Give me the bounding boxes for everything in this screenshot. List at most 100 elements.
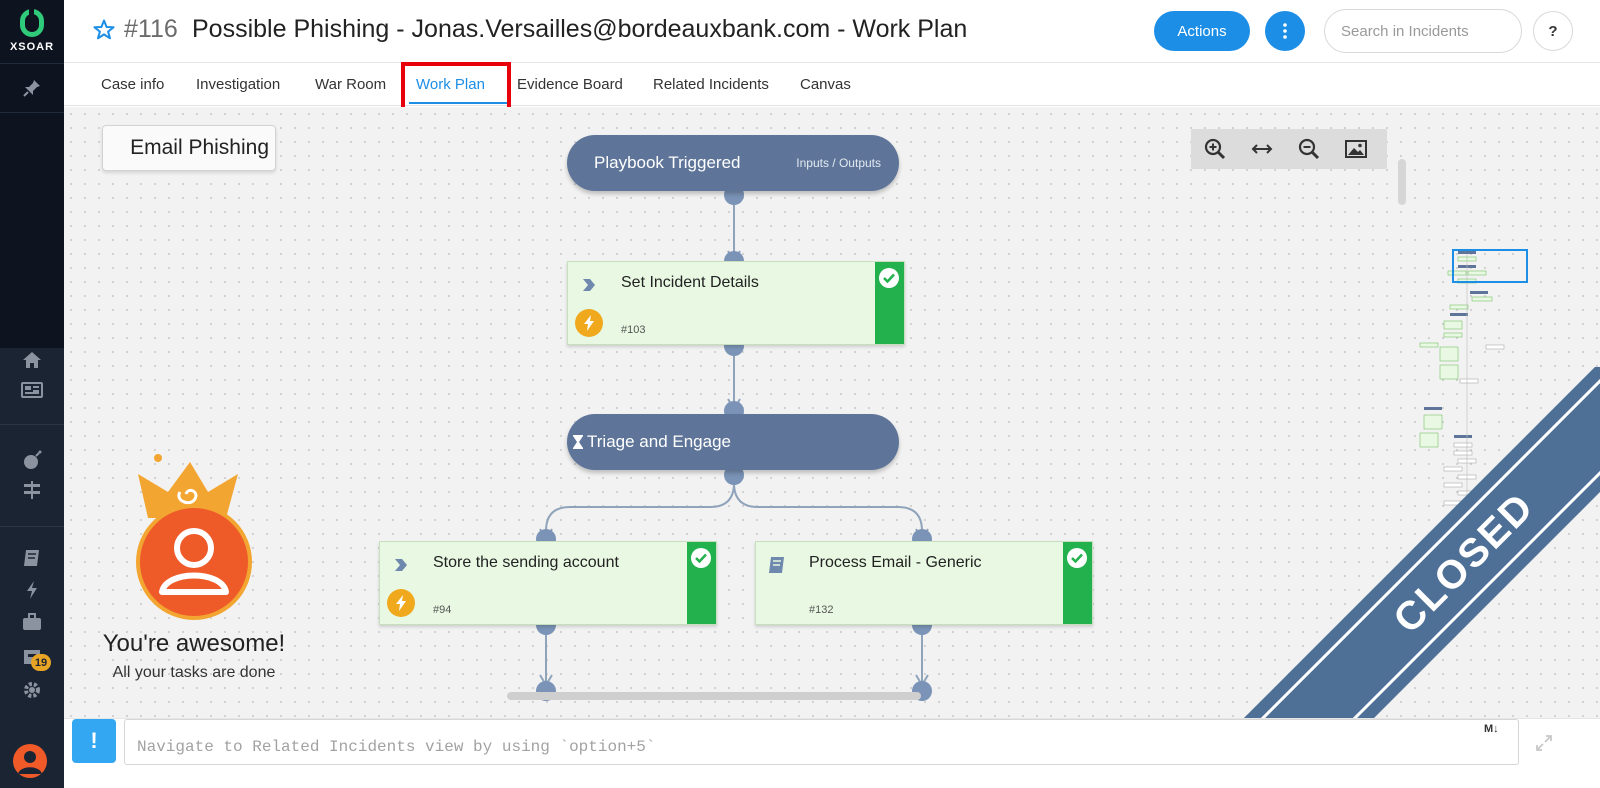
tab-work-plan[interactable]: Work Plan — [416, 76, 485, 93]
sidebar-item-playbooks[interactable] — [18, 546, 46, 570]
kebab-menu-icon — [1283, 23, 1287, 39]
zoom-in-button[interactable] — [1203, 137, 1227, 161]
sidebar-divider — [0, 526, 64, 527]
check-icon — [691, 548, 711, 568]
task-id: #103 — [621, 324, 646, 336]
sidebar-divider — [0, 424, 64, 425]
work-plan-canvas[interactable]: Email Phishing Playbook Triggered Inputs… — [64, 107, 1600, 718]
favorite-star-icon[interactable] — [92, 18, 116, 42]
vertical-scrollbar[interactable] — [1398, 159, 1406, 205]
markdown-toggle[interactable]: M↓ — [1484, 723, 1499, 735]
user-avatar[interactable] — [13, 744, 47, 778]
zoom-out-button[interactable] — [1297, 137, 1321, 161]
threat-intel-icon — [24, 450, 42, 469]
xsoar-logo-mark — [20, 8, 44, 37]
downstream-connectors — [539, 627, 929, 687]
pin-button[interactable] — [0, 63, 64, 113]
task-process-email-generic[interactable]: Process Email - Generic #132 — [755, 541, 1093, 625]
left-sidebar: XSOAR 19 — [0, 0, 64, 788]
xsoar-logo[interactable]: XSOAR — [0, 0, 64, 62]
chevron-right-icon — [395, 559, 407, 571]
tab-canvas[interactable]: Canvas — [800, 76, 851, 93]
sidebar-item-incidents[interactable] — [18, 610, 46, 634]
task-store-sending-account[interactable]: Store the sending account #94 — [379, 541, 717, 625]
closed-status-ribbon: CLOSED — [1233, 367, 1600, 718]
playbook-name[interactable]: Email Phishing — [102, 125, 276, 171]
inputs-outputs-link[interactable]: Inputs / Outputs — [796, 156, 881, 170]
more-options-button[interactable] — [1265, 11, 1305, 51]
check-icon — [1067, 548, 1087, 568]
tasks-done-title: You're awesome! — [102, 630, 286, 657]
tab-war-room[interactable]: War Room — [315, 76, 387, 93]
triage-and-engage-node[interactable]: Triage and Engage — [567, 414, 899, 470]
active-tab-indicator — [409, 102, 507, 104]
connector — [733, 347, 735, 413]
tab-case-info[interactable]: Case info — [101, 76, 165, 93]
task-status-completed — [1063, 542, 1092, 624]
automation-icon — [27, 581, 37, 599]
sidebar-nav — [0, 348, 64, 788]
search-incidents-input[interactable] — [1324, 9, 1522, 53]
hourglass-icon — [573, 435, 583, 449]
fit-width-icon — [1251, 144, 1273, 154]
playbook-triggered-node[interactable]: Playbook Triggered Inputs / Outputs — [567, 135, 899, 191]
cli-command-button[interactable]: ! — [72, 719, 116, 763]
minimap-viewport[interactable] — [1452, 249, 1528, 283]
export-image-button[interactable] — [1344, 137, 1368, 161]
settings-icon — [24, 682, 40, 698]
zoom-in-icon — [1204, 138, 1226, 160]
sidebar-item-automation[interactable] — [18, 578, 46, 602]
node-title: Playbook Triggered — [594, 153, 741, 172]
incident-header: #116 Possible Phishing - Jonas.Versaille… — [64, 0, 1600, 63]
actions-button[interactable]: Actions — [1154, 11, 1250, 51]
tab-related-incidents[interactable]: Related Incidents — [653, 76, 769, 93]
crown-icon — [138, 454, 238, 518]
user-icon — [18, 751, 42, 774]
tab-investigation[interactable]: Investigation — [196, 76, 281, 93]
jobs-icon — [24, 481, 40, 499]
zoom-out-icon — [1298, 138, 1320, 160]
sidebar-item-threat-intel[interactable] — [18, 448, 46, 472]
pin-icon — [23, 80, 40, 97]
playbooks-icon — [24, 550, 39, 566]
task-title: Store the sending account — [433, 554, 619, 571]
tasks-done-subtitle: All your tasks are done — [112, 664, 276, 681]
page-title: Possible Phishing - Jonas.Versailles@bor… — [192, 15, 968, 43]
closed-ribbon-area: CLOSED — [1224, 367, 1600, 718]
sidebar-item-dashboards[interactable] — [18, 378, 46, 402]
automation-bolt-icon — [575, 309, 603, 337]
sidebar-item-jobs[interactable] — [18, 478, 46, 502]
horizontal-scrollbar[interactable] — [507, 692, 921, 700]
canvas-zoom-toolbar — [1191, 129, 1387, 169]
task-status-completed — [875, 262, 904, 344]
check-icon — [879, 268, 899, 288]
help-button[interactable]: ? — [1533, 11, 1573, 51]
connector — [733, 195, 735, 263]
integrations-count-badge: 19 — [31, 654, 51, 671]
sidebar-item-home[interactable] — [18, 348, 46, 372]
user-silhouette-icon — [159, 528, 229, 595]
task-status-completed — [687, 542, 716, 624]
sidebar-item-settings[interactable] — [18, 678, 46, 702]
task-id: #94 — [433, 604, 452, 616]
xsoar-logo-text: XSOAR — [9, 41, 55, 53]
incidents-icon — [23, 613, 41, 630]
image-icon — [1345, 140, 1367, 158]
automation-bolt-icon — [387, 589, 415, 617]
ribbon-text: CLOSED — [1384, 483, 1543, 642]
node-title: Triage and Engage — [587, 432, 731, 451]
task-id: #132 — [809, 604, 834, 616]
dashboard-icon — [21, 382, 43, 398]
tab-evidence-board[interactable]: Evidence Board — [517, 76, 623, 93]
task-set-incident-details[interactable]: Set Incident Details #103 — [567, 261, 905, 345]
tasks-done-panel: You're awesome! All your tasks are done — [74, 452, 314, 692]
node-output-port[interactable] — [724, 465, 744, 485]
incident-tabs: Case info Investigation War Room Work Pl… — [64, 62, 1600, 112]
incident-number: #116 — [124, 15, 178, 43]
expand-icon[interactable] — [1534, 733, 1554, 753]
cli-command-input[interactable] — [124, 719, 1519, 765]
sub-playbook-book-icon — [769, 557, 784, 573]
fit-width-button[interactable] — [1250, 137, 1274, 161]
chevron-right-icon — [583, 279, 595, 291]
completed-avatar — [136, 504, 252, 620]
